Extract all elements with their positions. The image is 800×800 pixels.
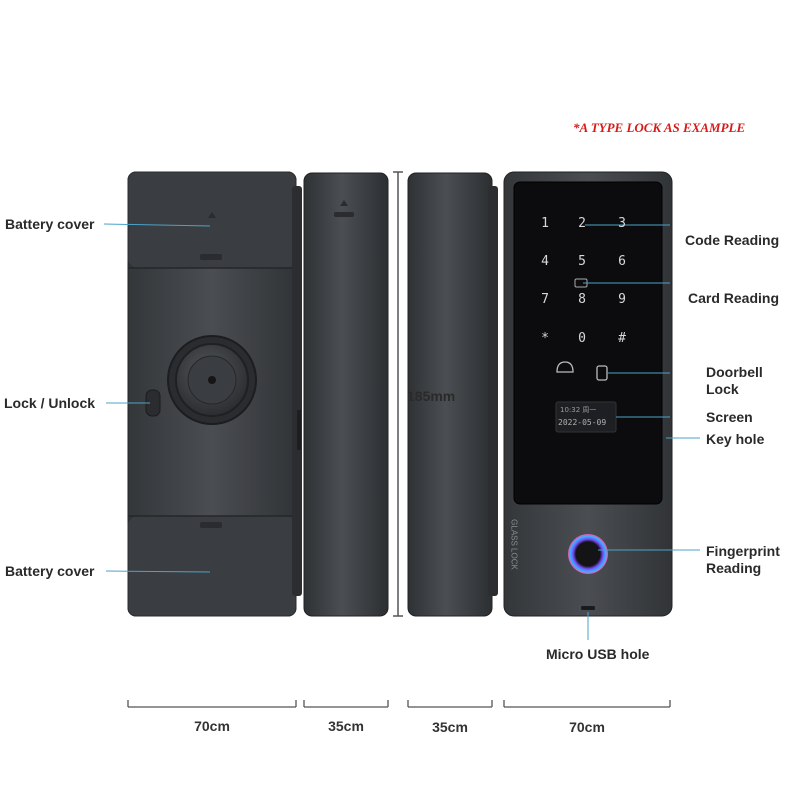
fingerprint-label: Fingerprint xyxy=(706,543,780,559)
battery-cover-latch-bottom xyxy=(200,522,222,528)
fingerprint-reading-label: Reading xyxy=(706,560,762,576)
battery-cover-latch-top xyxy=(200,254,222,260)
battery-cover-top-label: Battery cover xyxy=(5,216,95,232)
doorbell-label: Doorbell xyxy=(706,364,763,380)
micro-usb-label: Micro USB hole xyxy=(546,646,650,662)
width-label: 70cm xyxy=(194,718,230,734)
doorbell-icon xyxy=(556,361,574,373)
key-hole-label: Key hole xyxy=(706,431,765,447)
screen-label: Screen xyxy=(706,409,753,425)
width-label: 70cm xyxy=(569,719,605,735)
back-unit xyxy=(127,171,302,617)
code-reading-label: Code Reading xyxy=(685,232,780,248)
keypad-key: 0 xyxy=(578,331,586,346)
screen-date: 2022-05-09 xyxy=(558,418,607,427)
example-note: *A TYPE LOCK AS EXAMPLE xyxy=(573,120,746,135)
height-dimension-label: 185mm xyxy=(407,388,456,404)
keypad-key: 8 xyxy=(578,292,586,307)
keypad-key: 9 xyxy=(618,292,626,307)
lock-unlock-label: Lock / Unlock xyxy=(4,395,96,411)
side-strip-unit xyxy=(303,172,389,617)
front-panel-unit xyxy=(503,171,673,617)
keypad-key: 6 xyxy=(618,254,626,269)
doorbell-lock-label: Lock xyxy=(706,381,739,397)
battery-cover-bottom-label: Battery cover xyxy=(5,563,95,579)
callout-lines xyxy=(103,223,700,640)
card-reading-label: Card Reading xyxy=(688,290,780,306)
keypad-key: 1 xyxy=(541,216,549,231)
height-dimension-line xyxy=(393,171,403,617)
screen-time: 10:32 周一 xyxy=(560,406,597,414)
keypad-key: 7 xyxy=(541,292,549,307)
micro-usb-port xyxy=(581,606,595,610)
width-label: 35cm xyxy=(328,718,364,734)
width-label: 35cm xyxy=(432,719,468,735)
side-profile-unit xyxy=(407,172,498,617)
keypad-key: 3 xyxy=(618,216,626,231)
glass-touch-panel xyxy=(513,181,663,505)
width-dimension-lines xyxy=(127,700,671,708)
keypad-key: 4 xyxy=(541,254,549,269)
keypad-key: # xyxy=(618,331,626,346)
keypad-key: 2 xyxy=(578,216,586,231)
side-print: GLASS LOCK xyxy=(509,519,519,570)
keypad-key: * xyxy=(541,331,549,346)
keypad-key: 5 xyxy=(578,254,586,269)
